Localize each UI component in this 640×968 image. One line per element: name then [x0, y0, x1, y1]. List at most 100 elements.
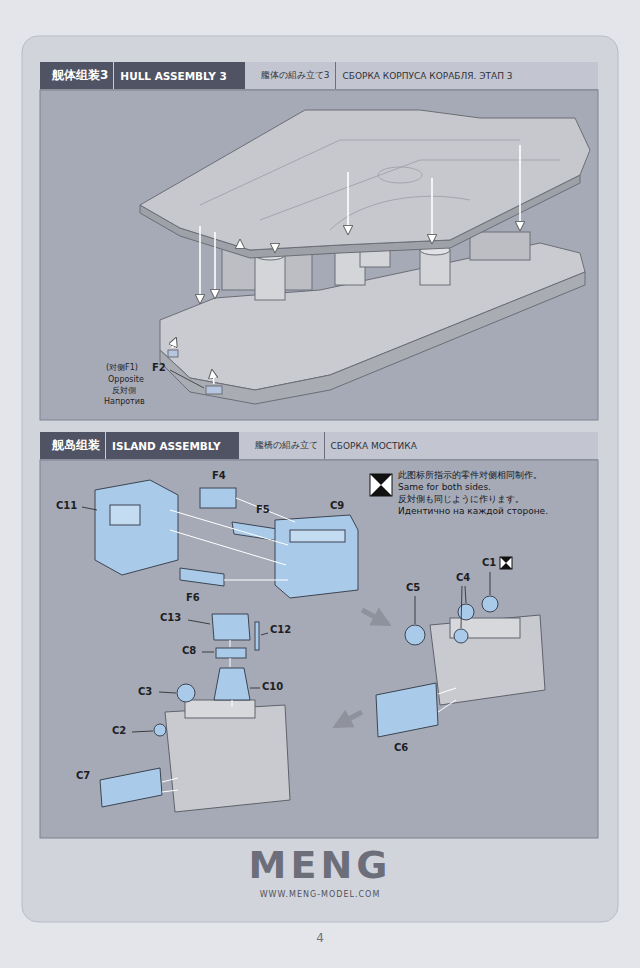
assembly-arrow	[172, 338, 176, 348]
section-title-zh: 舰岛组装	[40, 432, 105, 459]
section-header-band: 舰岛组装ISLAND ASSEMBLY艦橋の組み立てСБОРКА МОСТИКА	[40, 432, 598, 460]
counterpart-note: (对侧F1)	[106, 363, 138, 372]
leader-line	[250, 688, 260, 689]
island-part	[110, 505, 140, 525]
opposite-note: 反対側	[112, 386, 136, 395]
leader-line	[490, 572, 491, 595]
leader-line	[415, 596, 416, 624]
hull-drawing	[160, 272, 585, 404]
island-body	[185, 700, 255, 718]
section-title-ru: СБОРКА КОРПУСА КОРАБЛЯ. ЭТАП 3	[335, 62, 518, 89]
island-part	[212, 614, 250, 640]
section-title-en: ISLAND ASSEMBLY	[105, 432, 239, 459]
note-text: Same for both sides.	[398, 482, 491, 492]
part-number: C5	[406, 582, 420, 594]
section-title-zh: 舰体组装3	[40, 62, 113, 89]
guide-line	[224, 580, 288, 581]
same-both-sides-icon	[370, 474, 512, 569]
leader-line	[170, 370, 204, 388]
part-number: C9	[330, 500, 344, 512]
hull-drawing	[168, 350, 178, 357]
hull-drawing	[255, 255, 285, 300]
opposite-note: Напротив	[104, 397, 145, 406]
same-both-sides-icon	[500, 557, 512, 569]
assembly-arrow	[519, 145, 521, 230]
same-both-sides-icon	[370, 474, 392, 496]
deck-drawing	[378, 167, 422, 183]
deck-drawing	[140, 110, 590, 258]
guide-line	[230, 658, 231, 667]
island-part	[458, 604, 474, 620]
leader-line	[261, 633, 268, 635]
part-number: F6	[186, 592, 200, 604]
brand-logo: MENG	[249, 844, 392, 888]
same-both-sides-icon	[500, 557, 512, 563]
guide-line	[162, 640, 456, 792]
page-frame	[22, 36, 618, 922]
leader-line	[82, 507, 97, 510]
leader-line	[461, 586, 462, 628]
assembly-arrow	[212, 370, 214, 384]
part-number: C8	[182, 645, 196, 657]
note-text: Идентично на каждой стороне.	[398, 506, 548, 516]
assembly-arrow	[274, 250, 276, 252]
island-part	[376, 683, 438, 737]
island-part	[180, 568, 224, 586]
part-number: C6	[394, 742, 408, 754]
leader-line	[465, 586, 466, 603]
island-part	[216, 648, 246, 658]
island-part	[177, 684, 195, 702]
part-number: F5	[256, 504, 270, 516]
note-text: 此图标所指示的零件对侧相同制作。	[398, 470, 542, 480]
note-text: 反対側も同じように作ります。	[398, 494, 524, 504]
hull-drawing	[206, 386, 222, 394]
island-part	[100, 768, 162, 807]
opposite-note: Opposite	[108, 375, 144, 384]
part-number: C2	[112, 725, 126, 737]
island-body	[165, 615, 545, 812]
part-number: C11	[56, 500, 77, 512]
leader-line	[188, 620, 210, 624]
section-title-en: HULL ASSEMBLY 3	[113, 62, 244, 89]
guide-line	[170, 530, 286, 565]
part-number: C12	[270, 624, 291, 636]
part-number: C1	[482, 557, 496, 569]
same-both-sides-icon	[370, 485, 392, 496]
guide-line	[232, 700, 233, 707]
guide-line	[170, 498, 295, 580]
island-part	[405, 625, 425, 645]
part-number: C13	[160, 612, 181, 624]
step-arrow	[362, 610, 388, 624]
guide-line	[170, 510, 288, 545]
same-both-sides-icon	[500, 563, 512, 569]
island-part	[275, 515, 358, 598]
guide-line	[162, 778, 178, 782]
assembly-arrow	[431, 178, 433, 243]
section-title-ru: СБОРКА МОСТИКА	[324, 432, 423, 459]
part-number: C7	[76, 770, 90, 782]
leader-line	[170, 370, 204, 388]
island-part	[214, 668, 250, 700]
assembly-arrow	[239, 240, 241, 242]
step-arrow	[336, 712, 362, 726]
guide-line	[438, 700, 456, 712]
hull-drawing	[470, 232, 530, 260]
island-part	[95, 480, 358, 598]
assembly-arrow	[199, 226, 201, 303]
assembly-arrow	[214, 232, 216, 298]
leader-line	[159, 692, 176, 693]
island-part	[154, 724, 166, 736]
leader-line	[202, 652, 214, 653]
page-frame	[40, 460, 598, 838]
guide-line	[162, 790, 178, 792]
island-part	[200, 488, 236, 508]
page-frame	[22, 36, 618, 922]
page-frame	[40, 90, 598, 420]
part-number: F4	[212, 470, 226, 482]
section-header-band: 舰体组装3HULL ASSEMBLY 3艦体の組み立て3СБОРКА КОРПУ…	[40, 62, 598, 90]
website: WWW.MENG-MODEL.COM	[260, 890, 381, 899]
leader-line	[132, 731, 153, 732]
island-part	[290, 530, 345, 542]
part-number: C3	[138, 686, 152, 698]
